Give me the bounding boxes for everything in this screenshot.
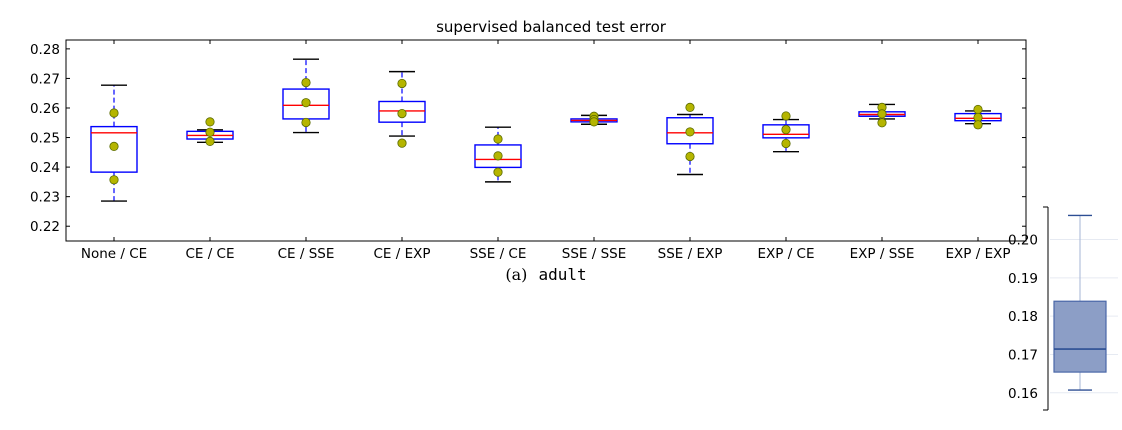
main-plot-frame	[65, 39, 1027, 242]
y-tick-label: 0.24	[30, 160, 60, 176]
y-tick-label: 0.28	[30, 42, 60, 58]
data-point	[493, 134, 503, 144]
box-2	[186, 117, 234, 146]
data-point	[301, 98, 311, 108]
data-point	[877, 109, 887, 119]
box-6	[570, 111, 618, 127]
box-iqr	[378, 100, 426, 123]
main-boxes	[90, 58, 1002, 202]
data-point	[205, 127, 215, 137]
x-tick-label: CE / SSE	[278, 246, 335, 262]
chart-title: supervised balanced test error	[436, 18, 667, 36]
inset-chart: 0.16 0.17 0.18 0.19 0.20	[1008, 206, 1118, 411]
caption-label: (a)	[505, 265, 527, 284]
data-point	[301, 117, 311, 128]
data-point	[877, 118, 887, 128]
inset-boxes	[1053, 214, 1107, 391]
inset-y-tick-label: 0.18	[1008, 309, 1038, 325]
data-point	[589, 117, 599, 127]
data-point	[301, 77, 311, 88]
x-tick-label: EXP / EXP	[946, 246, 1011, 262]
data-point	[781, 111, 791, 121]
box-iqr	[762, 124, 810, 139]
data-point	[493, 167, 503, 177]
data-point	[205, 136, 215, 146]
data-point	[109, 141, 119, 152]
caption-dataset: adult	[538, 265, 586, 284]
main-y-axis: 0.22 0.23 0.24 0.25 0.26 0.27 0.28	[30, 42, 1026, 235]
x-tick-label: EXP / CE	[757, 246, 814, 262]
x-tick-label: CE / CE	[185, 246, 234, 262]
box-7	[666, 102, 714, 176]
data-point	[973, 120, 983, 130]
box-1	[90, 84, 138, 202]
x-tick-label: SSE / SSE	[562, 246, 626, 262]
data-point	[973, 104, 983, 115]
y-tick-label: 0.25	[30, 131, 60, 147]
box-iqr	[90, 125, 138, 173]
inset-y-tick-label: 0.17	[1008, 347, 1038, 363]
inset-box-1	[1053, 214, 1107, 391]
main-x-axis: None / CE CE / CE CE / SSE CE / EXP SSE / CE…	[81, 40, 1011, 262]
data-point	[685, 102, 695, 112]
inset-y-axis: 0.16 0.17 0.18 0.19 0.20	[1008, 206, 1049, 411]
data-point	[397, 78, 407, 89]
data-point	[109, 175, 119, 185]
inset-box-iqr	[1053, 300, 1107, 373]
data-point	[205, 117, 215, 127]
inset-y-tick-label: 0.19	[1008, 271, 1038, 287]
x-tick-label: EXP / SSE	[850, 246, 915, 262]
y-tick-label: 0.26	[30, 101, 60, 117]
inset-y-tick-label: 0.20	[1008, 233, 1038, 249]
box-4	[378, 70, 426, 148]
box-10	[954, 104, 1002, 130]
inset-y-tick-label: 0.16	[1008, 386, 1038, 402]
data-point	[397, 138, 407, 148]
data-point	[781, 124, 791, 135]
data-point	[397, 109, 407, 119]
box-5	[474, 126, 522, 183]
box-9	[858, 102, 906, 128]
y-tick-label: 0.22	[30, 219, 60, 235]
data-point	[781, 138, 791, 149]
x-tick-label: None / CE	[81, 246, 147, 262]
data-point	[493, 151, 503, 161]
box-iqr	[666, 117, 714, 145]
y-tick-label: 0.23	[30, 190, 60, 206]
data-point	[685, 127, 695, 137]
x-tick-label: CE / EXP	[373, 246, 430, 262]
caption: (a) adult	[505, 265, 586, 284]
y-tick-label: 0.27	[30, 71, 60, 87]
data-point	[685, 151, 695, 162]
x-tick-label: SSE / CE	[470, 246, 527, 262]
data-point	[109, 108, 119, 118]
box-8	[762, 111, 810, 153]
box-3	[282, 58, 330, 134]
x-tick-label: SSE / EXP	[658, 246, 723, 262]
box-iqr	[474, 144, 522, 169]
